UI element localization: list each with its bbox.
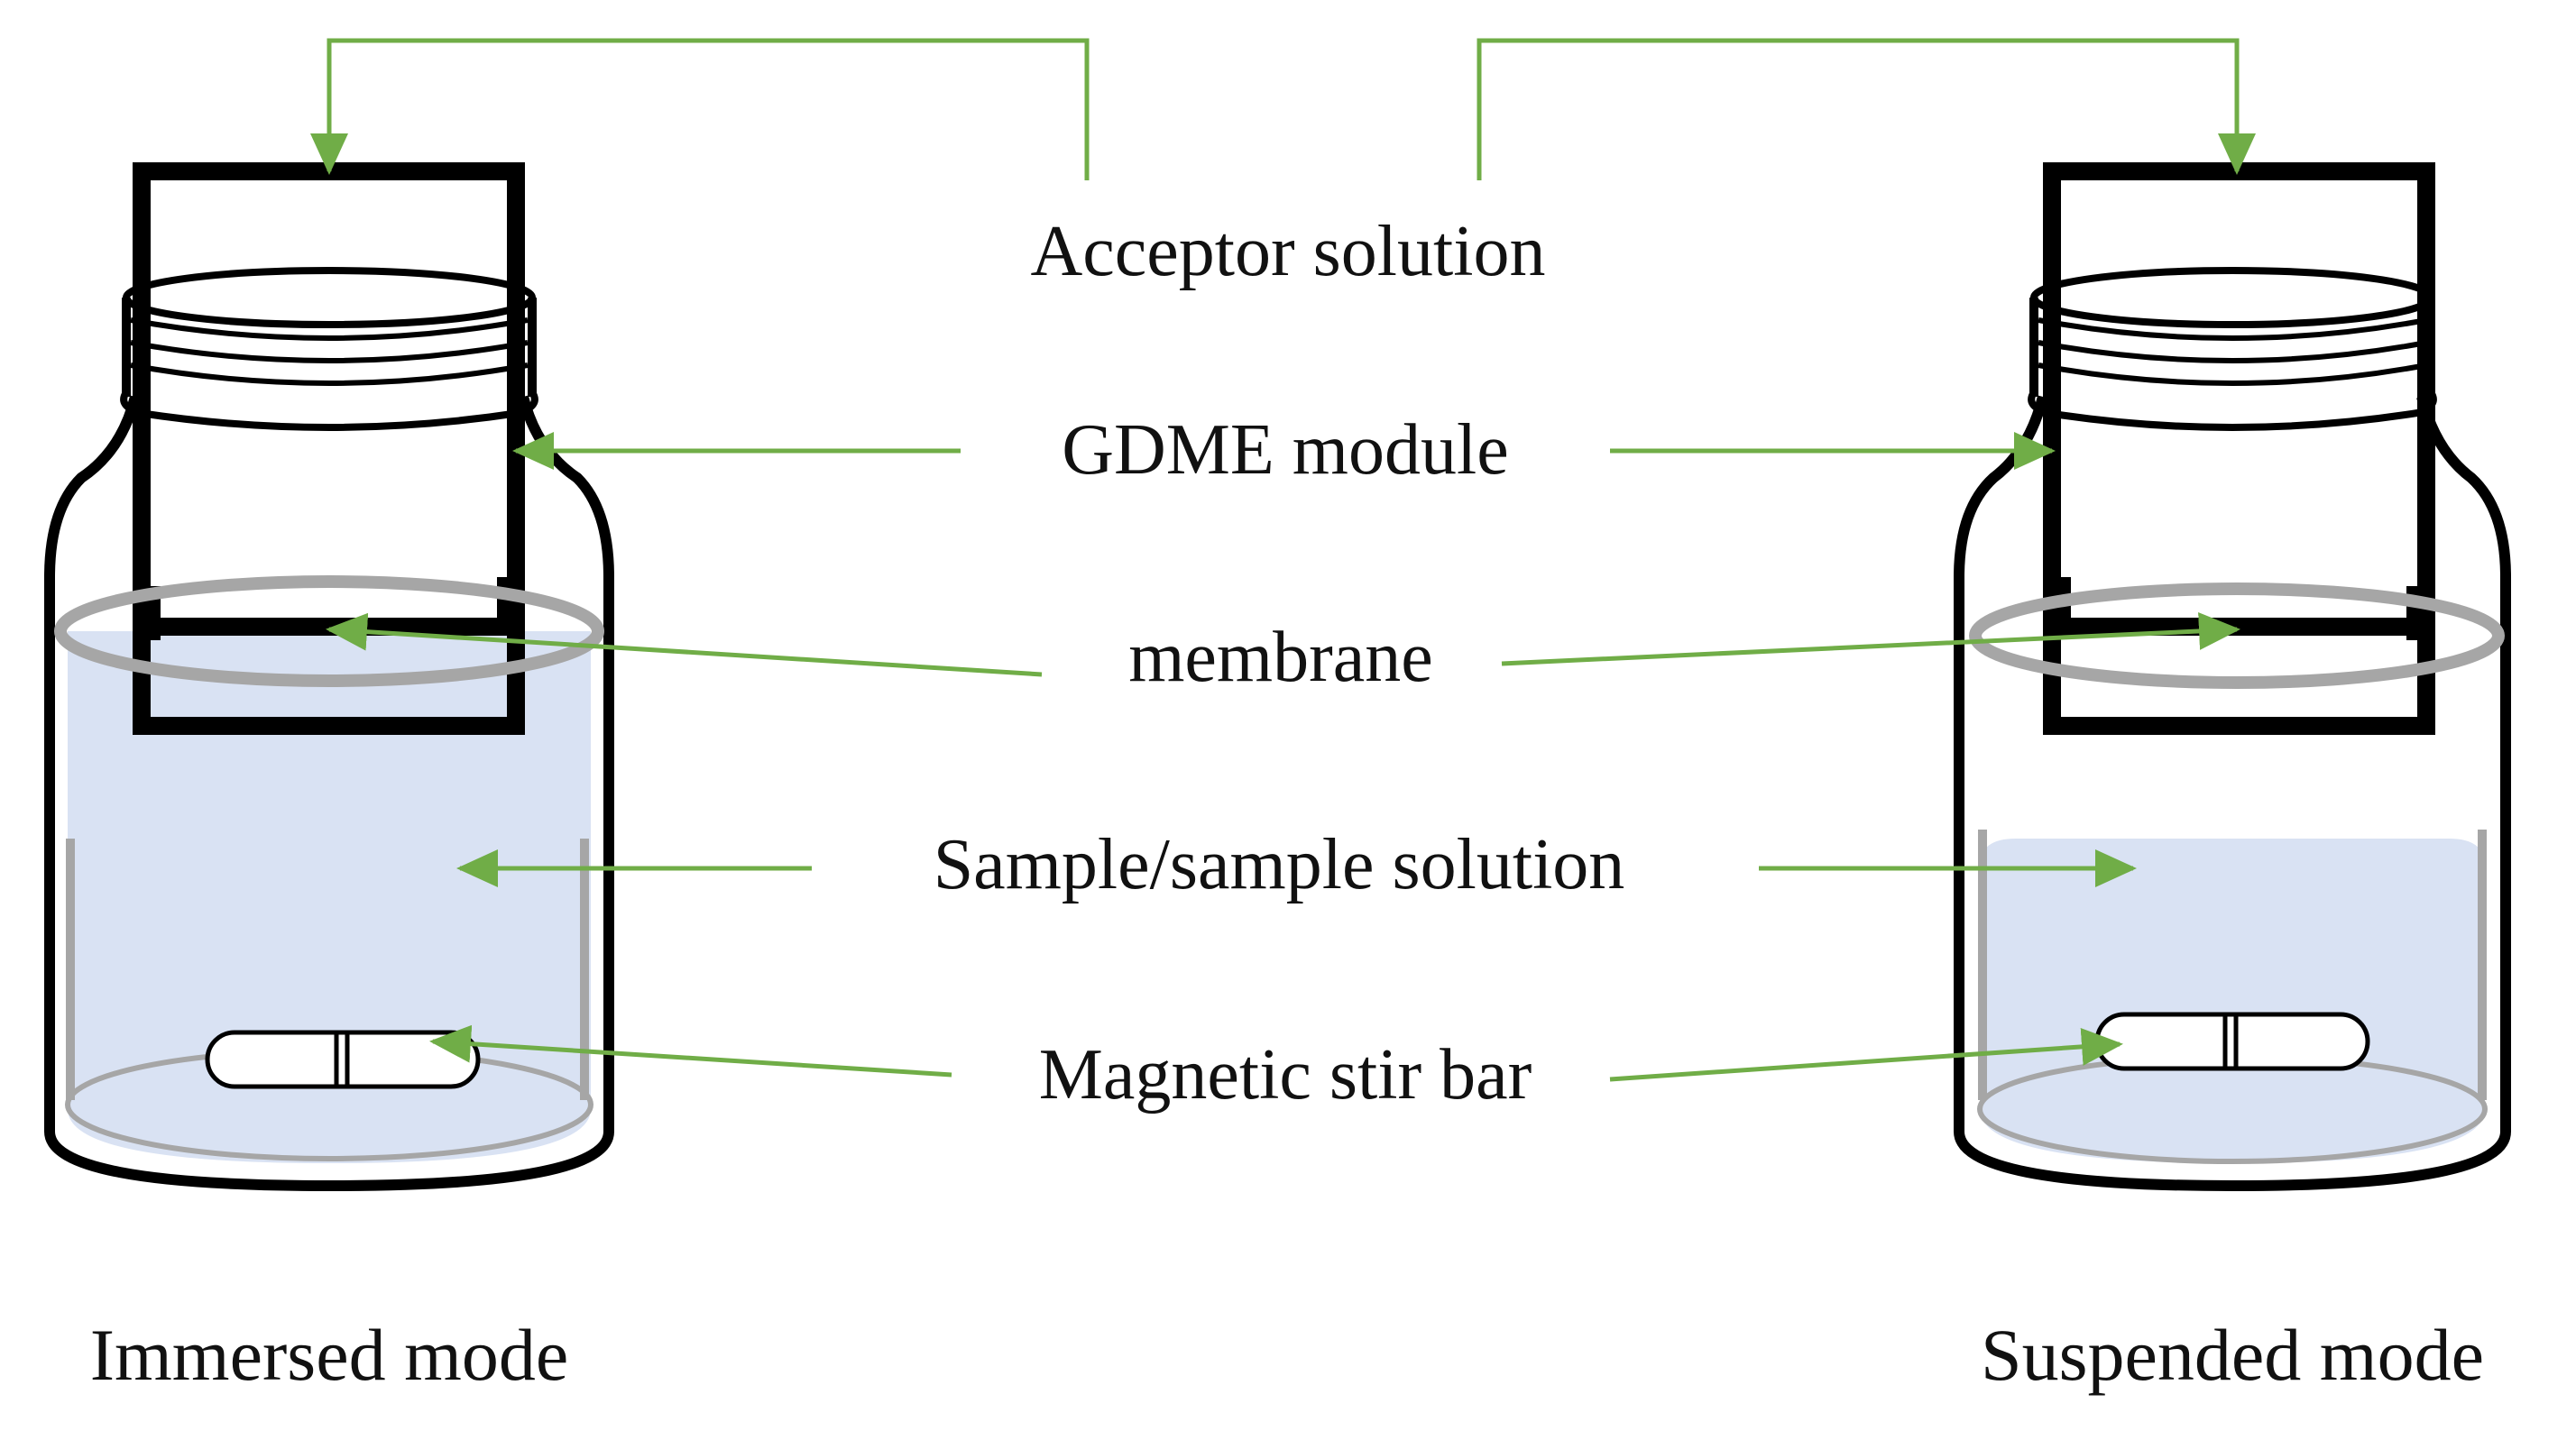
arrow-membrane-right: [1501, 611, 2240, 666]
ring-right: [1969, 582, 2505, 689]
stir-bar-left: [205, 1030, 481, 1089]
label-magnetic-stir-bar: Magnetic stir bar: [1039, 1035, 1532, 1115]
arrow-membrane-left: [326, 612, 1043, 677]
label-membrane: membrane: [1128, 618, 1433, 697]
gdme-module-right: [2043, 162, 2435, 735]
label-acceptor-solution: Acceptor solution: [1031, 212, 1546, 291]
arrow-stirbar-left: [429, 1024, 952, 1078]
ring-left: [54, 575, 604, 687]
pointer-arrows: [310, 38, 2256, 1082]
arrow-stirbar-right: [1609, 1027, 2123, 1082]
immersed-jar: [44, 162, 614, 1192]
jar-body-right: [1954, 395, 2511, 1192]
label-gdme-module: GDME module: [1062, 410, 1509, 490]
stir-bar-right: [2094, 1012, 2370, 1071]
label-suspended-mode: Suspended mode: [1981, 1314, 2484, 1396]
label-sample-solution: Sample/sample solution: [934, 825, 1625, 904]
jar-body-left: [44, 395, 614, 1192]
arrow-acceptor-left: [310, 38, 1090, 180]
sample-liquid-right: [1980, 839, 2485, 1163]
arrow-acceptor-right: [1477, 38, 2256, 180]
labels: Acceptor solution GDME module membrane S…: [90, 198, 2484, 1396]
suspended-jar: [1954, 162, 2511, 1192]
label-immersed-mode: Immersed mode: [90, 1314, 569, 1396]
